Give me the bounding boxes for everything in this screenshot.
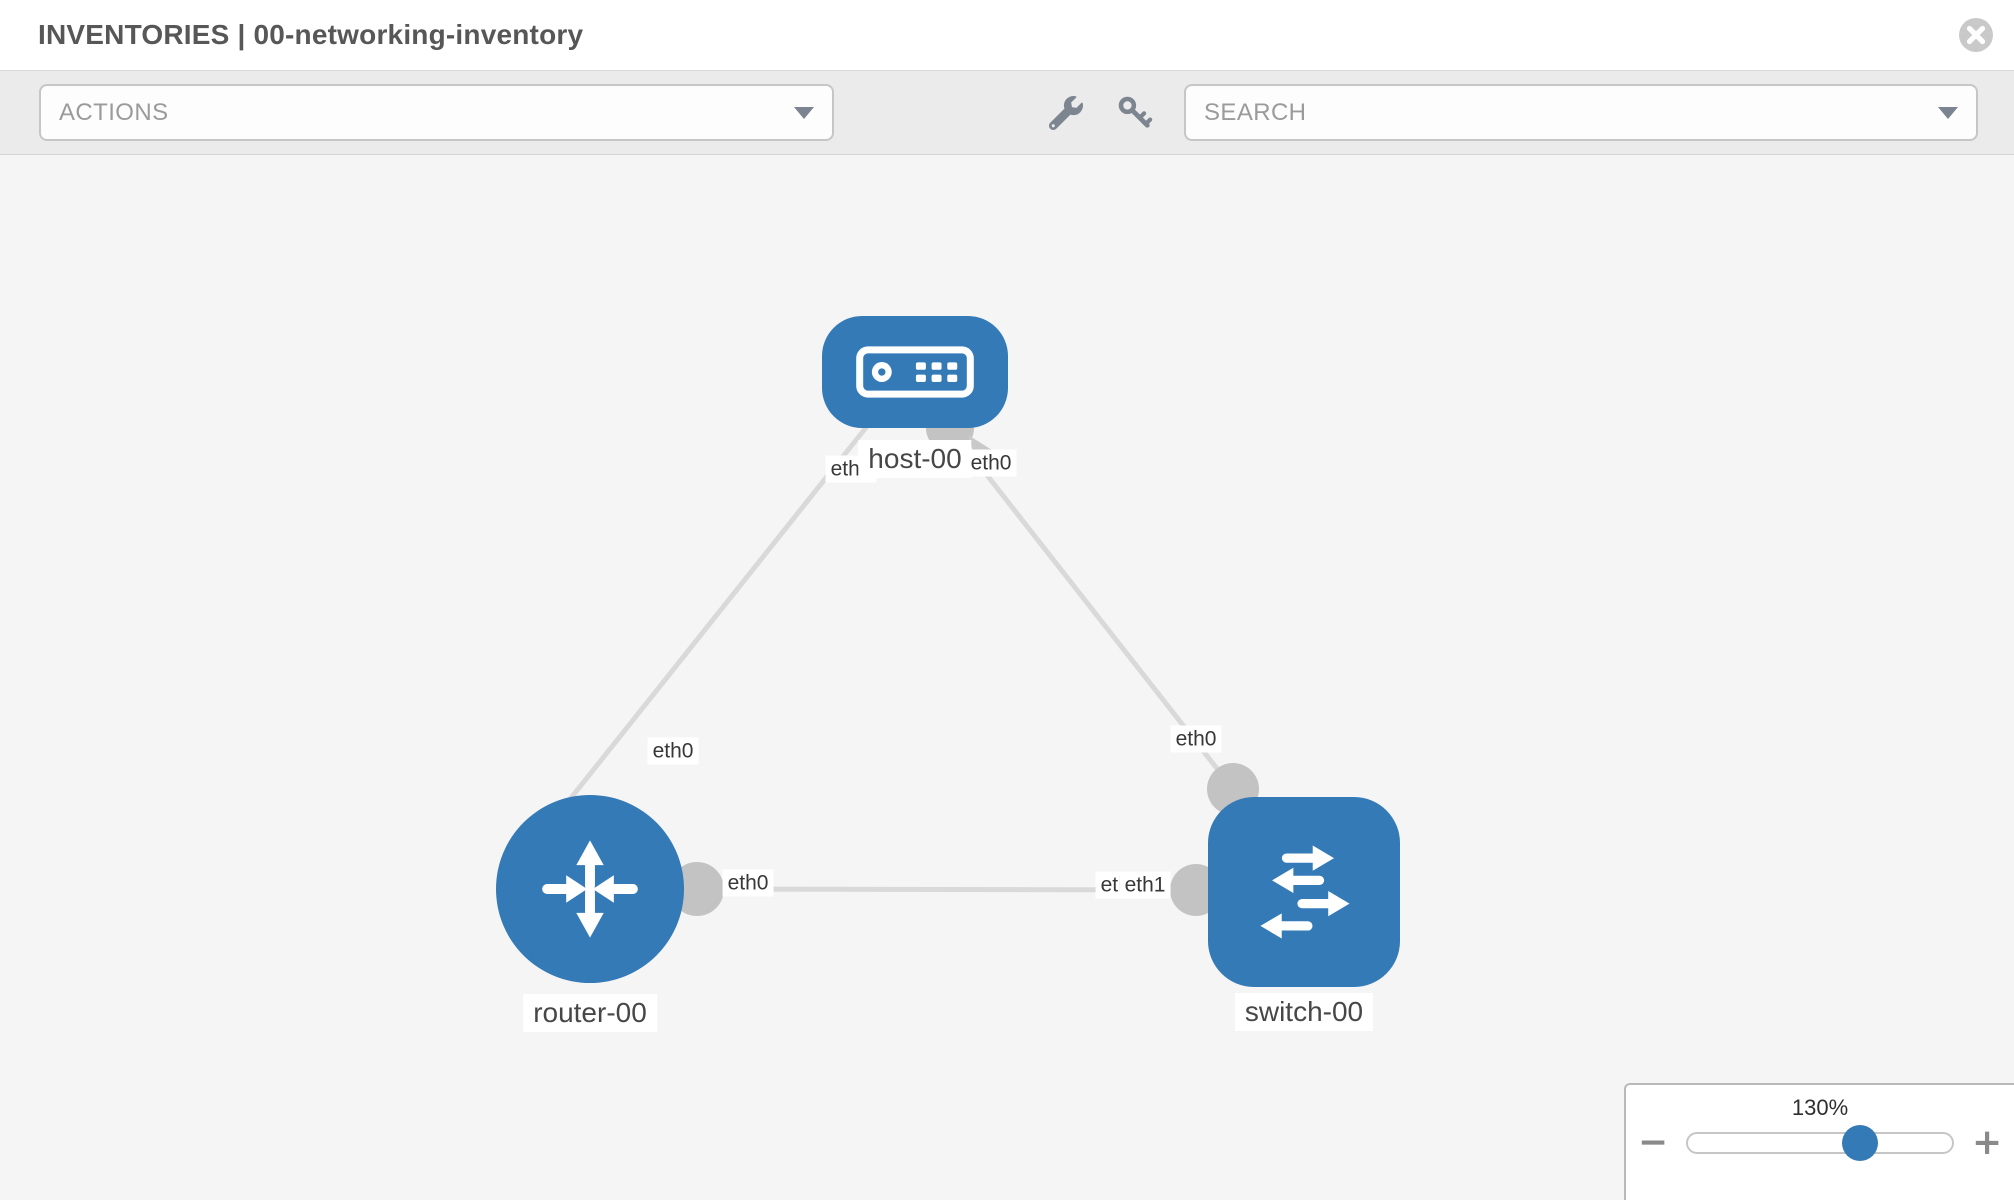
zoom-out-button[interactable]: −	[1637, 1122, 1668, 1163]
configure-button[interactable]	[1046, 93, 1086, 133]
link-host-00--router-00[interactable]	[561, 418, 874, 810]
wrench-icon	[1046, 96, 1086, 130]
topology-canvas[interactable]: eth0eth0eth0eth0eth0eth0eth1host-00route…	[0, 155, 2014, 1200]
topology-links-layer	[561, 404, 1259, 916]
actions-dropdown[interactable]: ACTIONS	[39, 84, 834, 141]
node-host-00[interactable]	[822, 316, 1008, 428]
zoom-slider-thumb[interactable]	[1842, 1125, 1878, 1161]
interface-connector[interactable]	[670, 862, 724, 916]
search-dropdown[interactable]: SEARCH	[1184, 84, 1978, 141]
interface-label: eth0	[722, 869, 774, 897]
zoom-panel: 130% − +	[1624, 1083, 2014, 1200]
interface-label: eth0	[965, 449, 1017, 477]
node-label-router-00: router-00	[523, 994, 657, 1032]
actions-dropdown-label: ACTIONS	[59, 98, 169, 126]
zoom-in-button[interactable]: +	[1972, 1122, 2003, 1163]
interface-label: eth1	[1119, 871, 1171, 899]
key-icon	[1115, 95, 1155, 131]
interface-label: eth0	[647, 737, 699, 765]
zoom-level-value: 130%	[1791, 1095, 1849, 1120]
switch-icon	[1260, 845, 1350, 939]
toolbar: ACTIONS SEARCH	[0, 71, 2014, 155]
caret-down-icon	[1938, 106, 1958, 119]
circle-x-icon	[1958, 18, 1994, 56]
caret-down-icon	[794, 106, 814, 119]
node-router-00[interactable]	[496, 795, 684, 983]
interface-label: eth0	[1170, 725, 1222, 753]
search-dropdown-label: SEARCH	[1204, 98, 1307, 126]
zoom-slider-track[interactable]	[1686, 1125, 1954, 1161]
node-label-switch-00: switch-00	[1234, 993, 1374, 1031]
close-button[interactable]	[1958, 17, 1994, 53]
node-switch-00[interactable]	[1208, 797, 1400, 987]
credentials-button[interactable]	[1115, 93, 1155, 133]
host-icon	[856, 346, 974, 398]
window-header: INVENTORIES | 00-networking-inventory	[0, 0, 2014, 71]
router-icon	[542, 840, 638, 938]
node-label-host-00: host-00	[858, 440, 972, 478]
page-title: INVENTORIES | 00-networking-inventory	[38, 19, 584, 50]
